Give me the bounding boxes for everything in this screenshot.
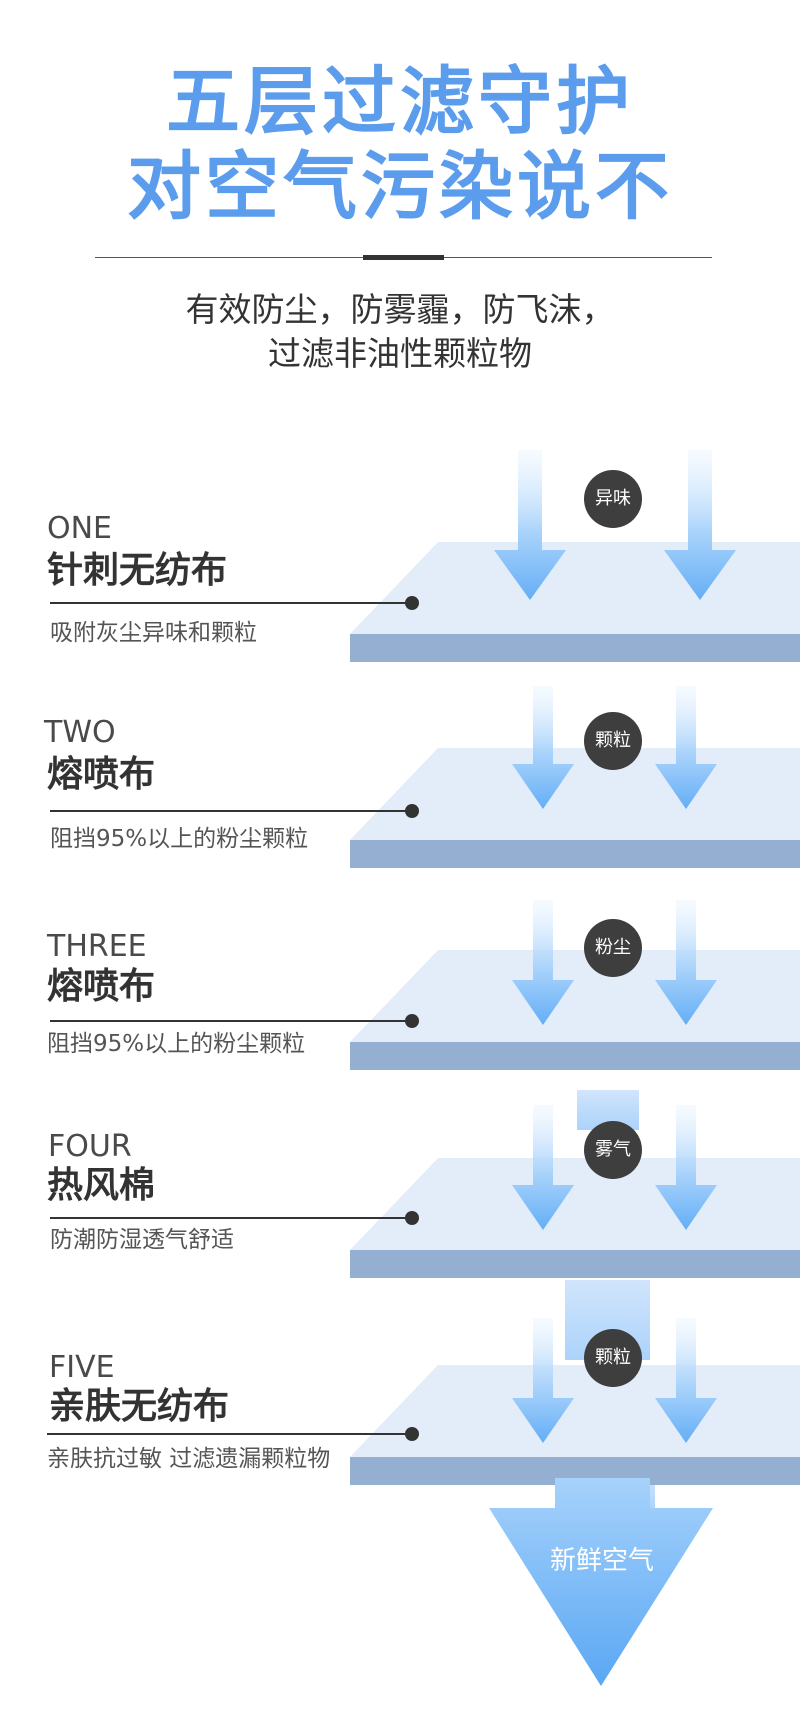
filter-plate-edge	[350, 840, 800, 868]
down-arrow-icon	[512, 900, 574, 1025]
layer-material: 熔喷布	[47, 754, 156, 795]
filter-layer-five: 颗粒 FIVE 亲肤无纺布 亲肤抗过敏 过滤遗漏颗粒物	[0, 1310, 800, 1490]
down-arrow-icon	[512, 1105, 574, 1230]
down-arrow-icon	[655, 900, 717, 1025]
filter-layer-three: 粉尘 THREE 熔喷布 阻挡95%以上的粉尘颗粒	[0, 900, 800, 1080]
pointer-dot	[405, 1427, 419, 1441]
particle-badge: 粉尘	[584, 919, 642, 977]
down-arrow-icon	[655, 686, 717, 809]
particle-badge: 异味	[584, 470, 642, 528]
filter-plate-edge	[350, 1250, 800, 1278]
down-arrow-icon	[512, 686, 574, 809]
layer-number: ONE	[47, 511, 113, 546]
page-title-line-1: 五层过滤守护	[166, 59, 634, 145]
filter-plate-edge	[350, 634, 800, 662]
layer-material: 熔喷布	[47, 966, 156, 1007]
layer-number: FIVE	[49, 1350, 115, 1385]
filter-plate-top	[350, 1365, 800, 1457]
layer-number: FOUR	[48, 1129, 132, 1164]
layer-material: 热风棉	[47, 1165, 156, 1206]
filter-plate-top	[350, 1158, 800, 1250]
layer-number: THREE	[47, 929, 147, 964]
pointer-dot	[405, 804, 419, 818]
pointer-line	[50, 810, 412, 812]
page-title-line-2: 对空气污染说不	[127, 144, 673, 230]
particle-badge: 颗粒	[584, 712, 642, 770]
layer-description: 吸附灰尘异味和颗粒	[50, 620, 257, 646]
down-arrow-icon	[512, 1318, 574, 1443]
layer-number: TWO	[44, 715, 116, 750]
layer-description: 阻挡95%以上的粉尘颗粒	[47, 1031, 306, 1057]
down-arrow-icon	[655, 1318, 717, 1443]
filter-plate-top	[350, 748, 800, 840]
pointer-dot	[405, 1211, 419, 1225]
divider-accent	[363, 255, 444, 260]
filter-layer-four: 雾气 FOUR 热风棉 防潮防湿透气舒适	[0, 1105, 800, 1285]
pointer-line	[47, 1433, 412, 1435]
filter-layer-two: 颗粒 TWO 熔喷布 阻挡95%以上的粉尘颗粒	[0, 686, 800, 886]
filter-plate-edge	[350, 1042, 800, 1070]
layer-material: 针刺无纺布	[47, 550, 228, 591]
layer-description: 阻挡95%以上的粉尘颗粒	[50, 826, 309, 852]
pointer-dot	[405, 1014, 419, 1028]
filter-plate-top	[350, 950, 800, 1042]
pointer-dot	[405, 596, 419, 610]
down-arrow-icon	[494, 450, 566, 600]
pointer-line	[50, 1217, 412, 1219]
pointer-line	[50, 602, 412, 604]
particle-badge: 颗粒	[584, 1329, 642, 1387]
subtitle-line-1: 有效防尘，防雾霾，防飞沫，	[185, 290, 615, 329]
pointer-line	[50, 1020, 412, 1022]
particle-badge: 雾气	[584, 1121, 642, 1179]
filter-layer-one: 异味 ONE 针刺无纺布 吸附灰尘异味和颗粒	[0, 450, 800, 670]
down-arrow-icon	[655, 1105, 717, 1230]
fresh-air-arrow-icon	[489, 1478, 713, 1686]
down-arrow-icon	[664, 450, 736, 600]
layer-description: 防潮防湿透气舒适	[50, 1227, 234, 1253]
fresh-air-label: 新鲜空气	[549, 1546, 654, 1576]
layer-description: 亲肤抗过敏 过滤遗漏颗粒物	[47, 1446, 331, 1472]
subtitle-line-2: 过滤非油性颗粒物	[268, 334, 532, 373]
layer-material: 亲肤无纺布	[49, 1386, 230, 1427]
